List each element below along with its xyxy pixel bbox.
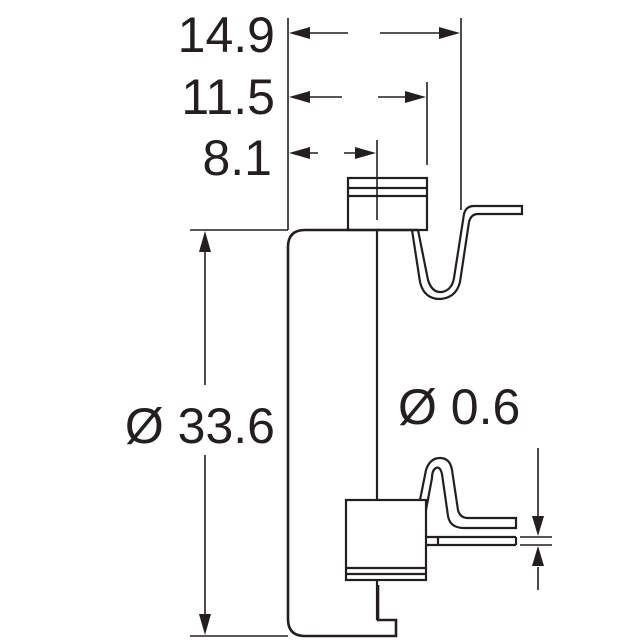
arrow-right (439, 27, 460, 39)
dimension-line-11-5 (289, 82, 428, 165)
top-terminal (346, 176, 429, 232)
arrow-left (289, 27, 310, 39)
dimension-line-8-1 (289, 140, 378, 220)
arrow-bottom (199, 614, 211, 635)
dimension-label-8-1: 8.1 (202, 130, 272, 186)
arrow-up (532, 546, 544, 566)
dimension-line-diameter-33-6 (190, 229, 288, 637)
pin-lead (426, 535, 518, 547)
arrow-right (405, 91, 426, 103)
dimension-label-diameter-33-6: Ø 33.6 (125, 398, 275, 454)
dimension-label-11-5: 11.5 (181, 69, 275, 125)
dimension-line-14-9 (289, 18, 462, 210)
arrow-left (289, 91, 310, 103)
dimension-line-diameter-0-6 (520, 448, 552, 590)
bottom-terminal (344, 498, 428, 582)
dimension-label-diameter-0-6: Ø 0.6 (398, 379, 520, 435)
top-spring-contact (410, 204, 524, 301)
arrow-down (532, 516, 544, 536)
dimension-label-14-9: 14.9 (178, 7, 275, 63)
arrow-right (355, 147, 376, 159)
arrow-left (289, 147, 310, 159)
arrow-top (199, 231, 211, 252)
bottom-lead (418, 456, 518, 530)
